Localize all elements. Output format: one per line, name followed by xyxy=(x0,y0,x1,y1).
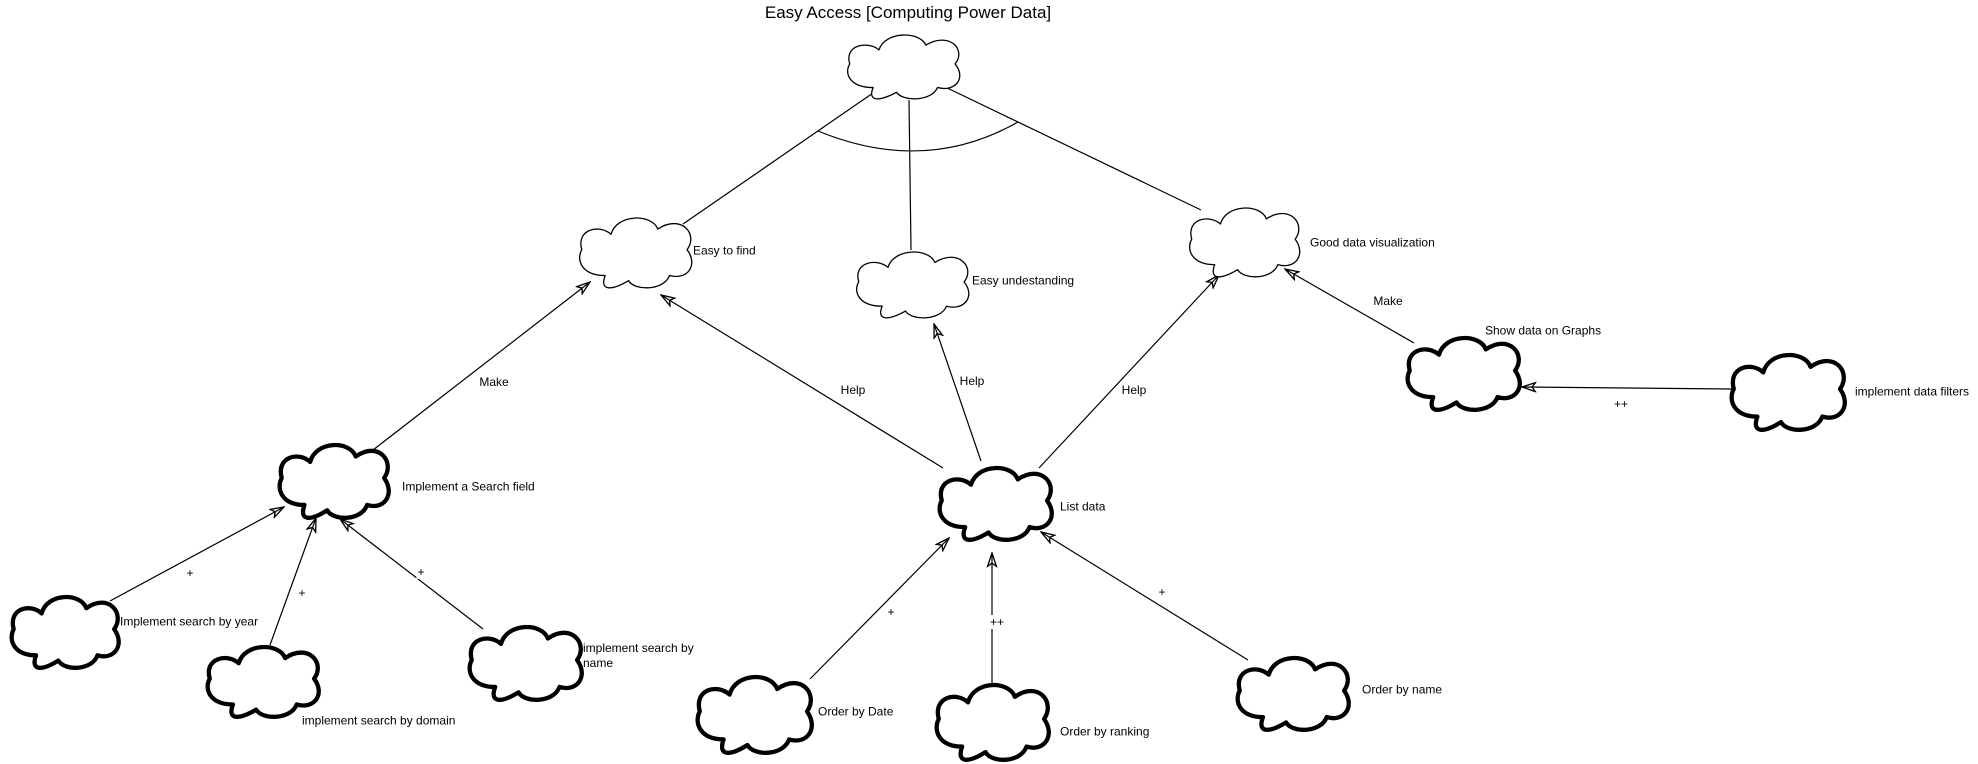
list-data-to-easy-to-find-edge[interactable] xyxy=(661,295,944,469)
cloud-shape-icon xyxy=(698,677,812,753)
and-refinement-arc[interactable] xyxy=(817,121,1019,152)
order-by-name-label: Order by name xyxy=(1362,682,1443,697)
filters-to-graphs-edge[interactable] xyxy=(1522,387,1733,389)
graphs-to-good-data-visualization-edge-label: Make xyxy=(1372,294,1404,308)
list-data-cloud-node[interactable] xyxy=(940,468,1050,540)
list-data-to-easy-understanding-edge[interactable] xyxy=(934,324,982,462)
cloud-shape-icon xyxy=(857,252,969,318)
cloud-shape-icon xyxy=(1408,338,1520,410)
main-to-easy-to-find-edge[interactable] xyxy=(682,92,874,225)
order-by-name-cloud-node[interactable] xyxy=(1238,658,1347,730)
good-data-visualization-label: Good data visualization xyxy=(1310,235,1435,250)
easy-to-find-label: Easy to find xyxy=(693,243,756,258)
list-data-to-good-data-visualization-edge-label: Help xyxy=(1120,383,1148,397)
graphs-to-good-data-visualization-edge[interactable] xyxy=(1285,269,1415,344)
name-to-search-field-edge[interactable] xyxy=(340,519,484,630)
cloud-shape-icon xyxy=(1190,208,1300,277)
list-data-to-good-data-visualization-edge[interactable] xyxy=(1038,275,1219,469)
list-data-label: List data xyxy=(1060,499,1106,514)
search-field-to-easy-to-find-edge-label: Make xyxy=(478,375,510,389)
date-to-list-data-edge-label: + xyxy=(886,605,896,619)
domain-to-search-field-edge[interactable] xyxy=(269,518,316,646)
main-to-easy-understanding-edge[interactable] xyxy=(908,99,912,251)
order-name-to-list-data-edge-label: + xyxy=(1157,585,1167,599)
main-goal-cloud-node[interactable] xyxy=(848,35,958,99)
cloud-shape-icon xyxy=(280,445,389,518)
cloud-shape-icon xyxy=(12,597,119,668)
easy-understanding-label: Easy undestanding xyxy=(972,273,1075,288)
order-by-ranking-label: Order by ranking xyxy=(1060,724,1150,739)
cloud-shape-icon xyxy=(1732,355,1845,430)
cloud-shape-icon xyxy=(1238,658,1349,730)
cloud-shape-icon xyxy=(937,685,1049,760)
search-field-to-easy-to-find-edge[interactable] xyxy=(372,282,590,451)
implement-search-by-year-cloud-node[interactable] xyxy=(12,597,117,668)
implement-search-by-year-label: Implement search by year xyxy=(120,614,259,629)
ranking-to-list-data-edge-label: ++ xyxy=(988,615,1006,629)
implement-a-search-field-cloud-node[interactable] xyxy=(280,445,387,518)
order-by-date-cloud-node[interactable] xyxy=(698,677,810,753)
easy-understanding-cloud-node[interactable] xyxy=(857,252,967,318)
diagram-title: Easy Access [Computing Power Data] xyxy=(764,3,1052,22)
cloud-shape-icon xyxy=(580,218,692,288)
domain-to-search-field-edge-label: + xyxy=(297,586,307,600)
year-to-search-field-edge[interactable] xyxy=(109,507,284,602)
filters-to-graphs-edge-label: ++ xyxy=(1612,397,1630,411)
implement-search-by-domain-label: implement search by domain xyxy=(302,713,456,728)
implement-search-by-name-label: implement search by name xyxy=(583,641,694,670)
list-data-to-easy-understanding-edge-label: Help xyxy=(958,374,986,388)
cloud-shape-icon xyxy=(848,35,960,99)
order-name-to-list-data-edge[interactable] xyxy=(1041,532,1249,661)
easy-to-find-cloud-node[interactable] xyxy=(580,218,690,288)
order-by-ranking-cloud-node[interactable] xyxy=(937,685,1047,760)
implement-data-filters-cloud-node[interactable] xyxy=(1732,355,1843,430)
implement-search-by-name-cloud-node[interactable] xyxy=(470,627,580,700)
year-to-search-field-edge-label: + xyxy=(185,566,195,580)
implement-search-by-domain-cloud-node[interactable] xyxy=(208,647,317,717)
good-data-visualization-cloud-node[interactable] xyxy=(1190,208,1298,277)
main-to-good-data-visualization-edge[interactable] xyxy=(940,84,1202,211)
name-to-search-field-edge-label: + xyxy=(416,565,426,579)
implement-a-search-field-label: Implement a Search field xyxy=(402,479,535,494)
cloud-shape-icon xyxy=(208,647,319,717)
implement-data-filters-label: implement data filters xyxy=(1855,384,1970,399)
cloud-shape-icon xyxy=(470,627,582,700)
show-data-on-graphs-cloud-node[interactable] xyxy=(1408,338,1518,410)
show-data-on-graphs-label: Show data on Graphs xyxy=(1485,323,1602,338)
cloud-shape-icon xyxy=(940,468,1052,540)
order-by-date-label: Order by Date xyxy=(818,704,894,719)
list-data-to-easy-to-find-edge-label: Help xyxy=(839,383,867,397)
date-to-list-data-edge[interactable] xyxy=(809,538,949,680)
